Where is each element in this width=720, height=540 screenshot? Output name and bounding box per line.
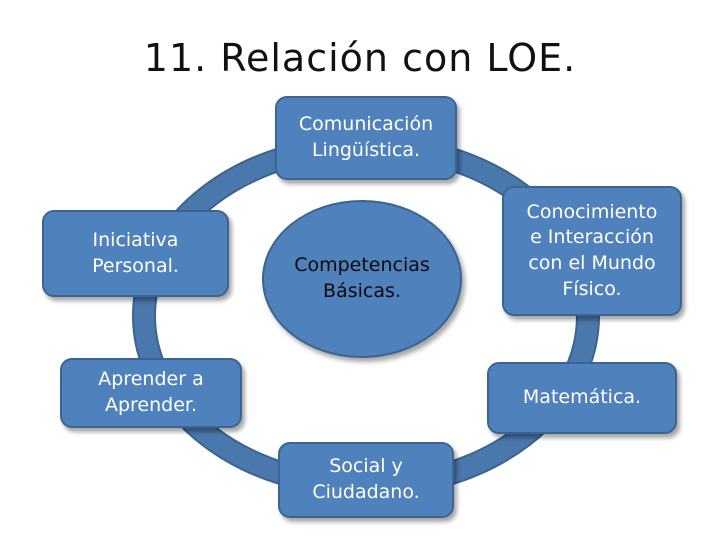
- node-iniciativa-label: Iniciativa Personal.: [92, 228, 179, 277]
- node-conocimiento-label: Conocimiento e Interacción con el Mundo …: [526, 200, 658, 300]
- node-matematica: Matemática.: [487, 362, 677, 434]
- node-social-ciudadano: Social y Ciudadano.: [278, 442, 454, 518]
- node-matematica-label: Matemática.: [522, 386, 642, 409]
- node-aprender-label: Aprender a Aprender.: [98, 368, 204, 416]
- diagram-title: 11. Relación con LOE.: [143, 36, 577, 80]
- node-iniciativa-personal: Iniciativa Personal.: [42, 210, 229, 297]
- node-comunicacion-label: Comunicación Lingüística.: [298, 113, 434, 161]
- node-conocimiento-interaccion: Conocimiento e Interacción con el Mundo …: [502, 186, 682, 316]
- node-comunicacion-linguistica: Comunicación Lingüística.: [275, 96, 457, 180]
- node-social-label: Social y Ciudadano.: [312, 455, 420, 503]
- node-aprender-a-aprender: Aprender a Aprender.: [60, 358, 242, 428]
- center-label: Competencias Básicas.: [294, 254, 430, 302]
- center-competencias-basicas: Competencias Básicas.: [262, 200, 462, 358]
